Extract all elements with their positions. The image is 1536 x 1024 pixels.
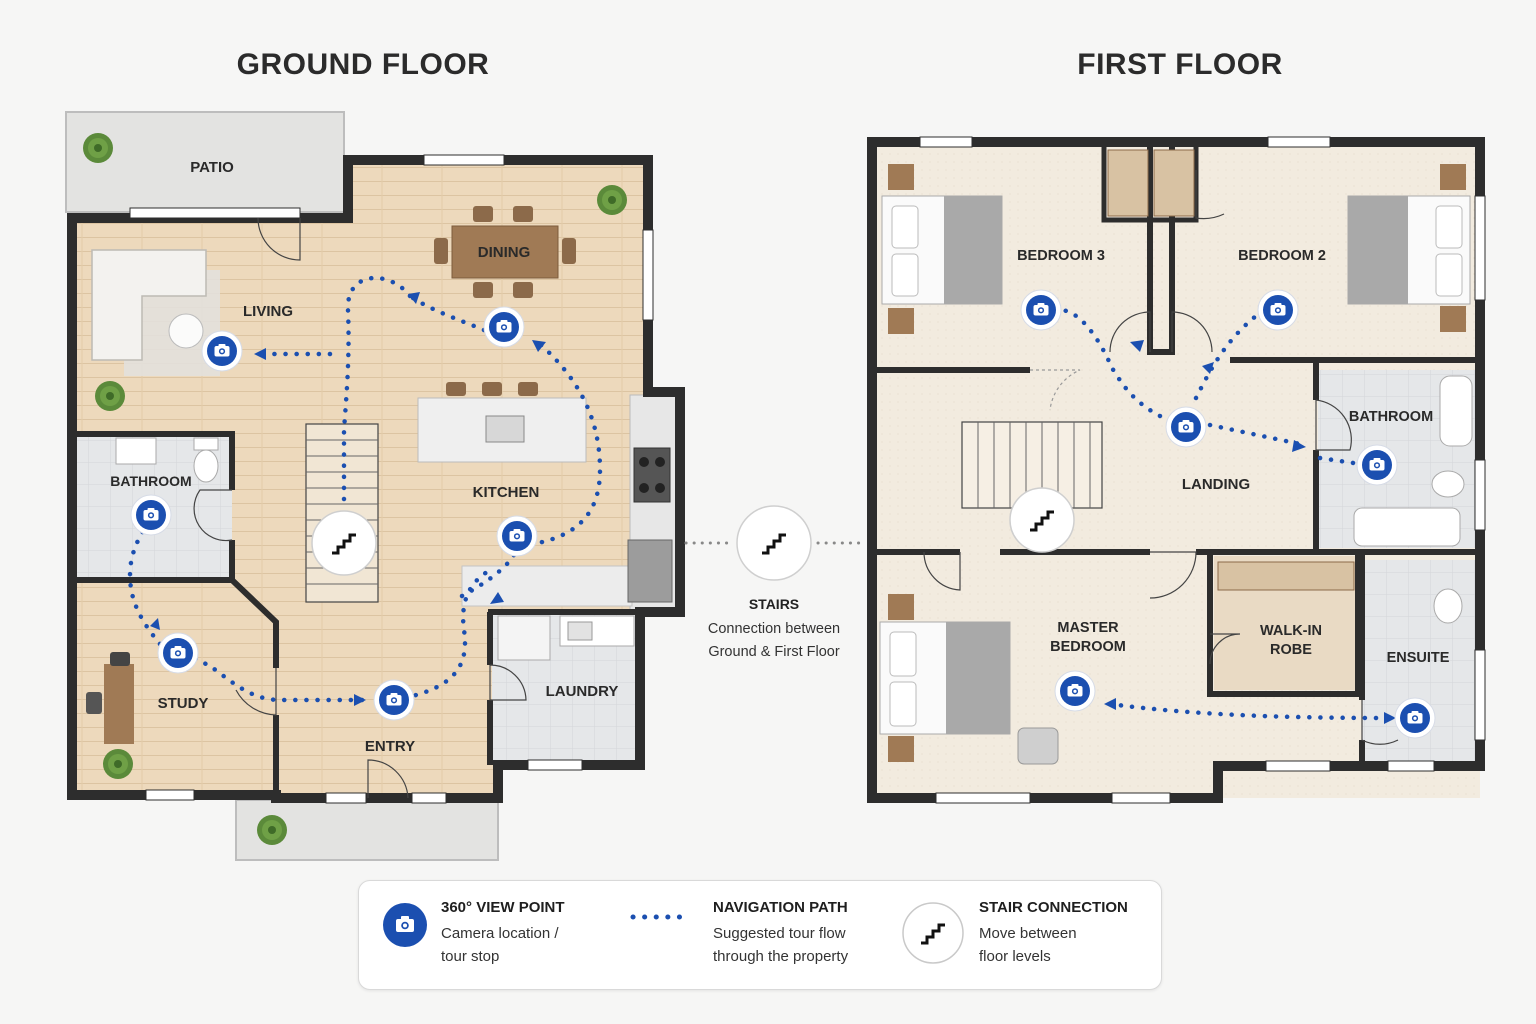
- bed-bedroom2: [1347, 164, 1471, 332]
- bed-master: [879, 594, 1059, 765]
- bed-bedroom3: [881, 164, 1003, 334]
- legend-path-line1: Suggested tour flow: [713, 925, 846, 942]
- viewpoint-dining[interactable]: [483, 306, 525, 348]
- legend-viewpoint-line1: Camera location /: [441, 925, 559, 942]
- room-label-master-2: BEDROOM: [1050, 639, 1126, 655]
- nav-arrowheads: [150, 292, 1396, 724]
- legend-path-title: NAVIGATION PATH: [713, 899, 848, 916]
- stairs-caption-line1: Connection between: [707, 621, 841, 637]
- room-label-bedroom2: BEDROOM 2: [1238, 248, 1326, 264]
- legend-viewpoint: 360° VIEW POINT Camera location / tour s…: [441, 899, 565, 968]
- room-label-laundry: LAUNDRY: [546, 683, 619, 700]
- nav-path-segment: [341, 275, 413, 503]
- ground-room-labels: PATIO DINING LIVING KITCHEN BATHROOM STU…: [110, 159, 618, 755]
- navigation-paths: [127, 275, 1393, 721]
- viewpoint-living[interactable]: [201, 330, 243, 372]
- legend-viewpoint-icon: [381, 901, 429, 954]
- room-label-entry: ENTRY: [365, 738, 415, 755]
- room-label-patio: PATIO: [190, 159, 234, 176]
- room-label-landing: LANDING: [1182, 476, 1250, 493]
- first-floor-title: FIRST FLOOR: [1077, 48, 1283, 81]
- legend-stair-title: STAIR CONNECTION: [979, 899, 1128, 916]
- stairs-caption-line2: Ground & First Floor: [708, 644, 840, 660]
- viewpoint-bedroom3[interactable]: [1020, 289, 1062, 331]
- viewpoint-entry[interactable]: [373, 679, 415, 721]
- nav-path-segment: [1207, 422, 1303, 447]
- viewpoint-bedroom2[interactable]: [1257, 289, 1299, 331]
- nav-path-segment: [1107, 701, 1393, 721]
- room-label-bedroom3: BEDROOM 3: [1017, 248, 1105, 264]
- ground-floor-title: GROUND FLOOR: [236, 48, 490, 81]
- legend-path: NAVIGATION PATH Suggested tour flow thro…: [713, 899, 848, 968]
- legend-panel: 360° VIEW POINT Camera location / tour s…: [358, 880, 1162, 990]
- stairs-marker-first[interactable]: [1009, 487, 1075, 553]
- room-label-bathroom-ground: BATHROOM: [110, 473, 191, 489]
- room-label-ensuite: ENSUITE: [1387, 650, 1450, 666]
- room-label-master-1: MASTER: [1057, 620, 1119, 636]
- viewpoint-landing[interactable]: [1165, 406, 1207, 448]
- legend-stairs-icon: [901, 901, 965, 970]
- nav-path-segment: [1057, 307, 1163, 419]
- room-label-dining: DINING: [478, 244, 531, 261]
- stairs-caption-title: STAIRS: [748, 596, 800, 612]
- first-room-labels: BEDROOM 3 BEDROOM 2 BATHROOM LANDING MAS…: [1017, 248, 1450, 666]
- nav-path-segment: [1317, 455, 1363, 467]
- room-label-bathroom-first: BATHROOM: [1349, 409, 1433, 425]
- viewpoint-ensuite[interactable]: [1394, 697, 1436, 739]
- stairs-marker-ground[interactable]: [311, 510, 377, 576]
- nav-path-segment: [1193, 313, 1259, 401]
- legend-path-line2: through the property: [713, 948, 849, 965]
- room-label-walkin-2: ROBE: [1270, 642, 1312, 658]
- room-label-study: STUDY: [158, 695, 209, 712]
- viewpoint-study[interactable]: [157, 632, 199, 674]
- room-label-walkin-1: WALK-IN: [1260, 623, 1322, 639]
- viewpoint-master-bedroom[interactable]: [1054, 670, 1096, 712]
- ground-floor-plan: [65, 111, 685, 861]
- room-label-living: LIVING: [243, 303, 293, 320]
- legend-viewpoint-line2: tour stop: [441, 948, 500, 965]
- legend-stair-line2: floor levels: [979, 948, 1051, 965]
- stairs-marker-center[interactable]: [736, 505, 812, 581]
- porch-area: [235, 799, 499, 861]
- nav-path-segment: [187, 653, 365, 703]
- viewpoint-bathroom-first[interactable]: [1356, 444, 1398, 486]
- viewpoint-bathroom-ground[interactable]: [130, 494, 172, 536]
- viewpoint-kitchen[interactable]: [496, 515, 538, 557]
- legend-path-icon: [629, 907, 695, 932]
- legend-viewpoint-title: 360° VIEW POINT: [441, 899, 565, 916]
- legend-stair: STAIR CONNECTION Move between floor leve…: [979, 899, 1128, 968]
- stairs-caption: STAIRS Connection between Ground & First…: [690, 596, 858, 664]
- room-label-kitchen: KITCHEN: [473, 484, 540, 501]
- nav-path-segment: [517, 341, 603, 549]
- legend-stair-line1: Move between: [979, 925, 1077, 942]
